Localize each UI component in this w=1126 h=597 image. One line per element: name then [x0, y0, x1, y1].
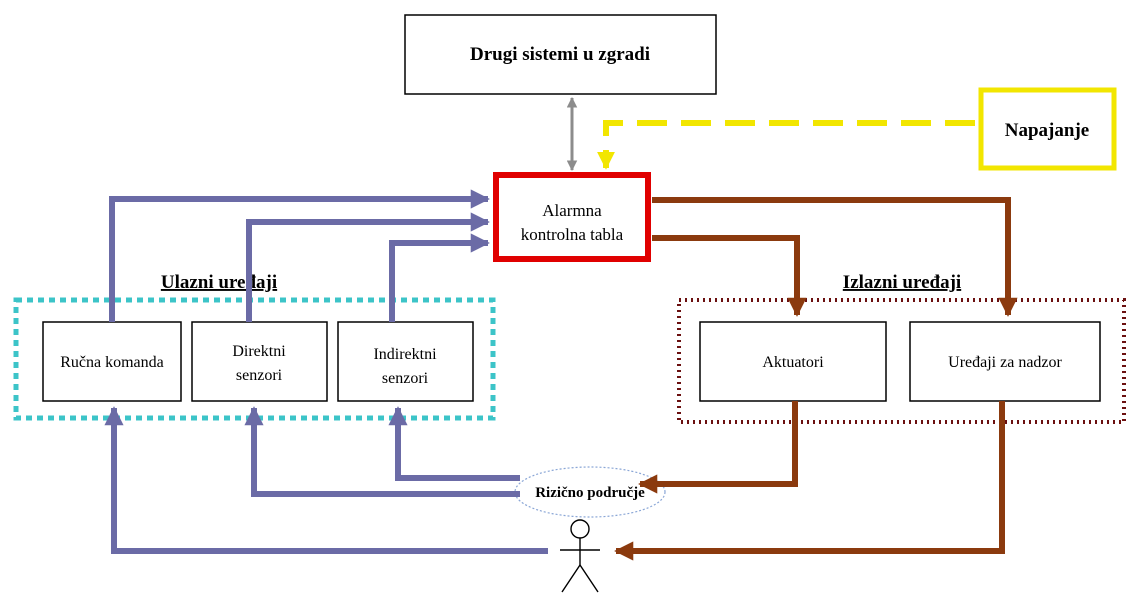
control-panel-line2: kontrolna tabla	[521, 225, 624, 244]
control-panel-box	[493, 172, 651, 262]
output-group-label: Izlazni uređaji	[843, 272, 961, 293]
risk-area-label: Rizično područje	[535, 485, 645, 501]
risk-to-direct-arrow	[244, 406, 520, 497]
indirect-to-panel-arrow	[389, 233, 490, 322]
monitoring-devices-box	[909, 321, 1101, 402]
indirect-sensors-line2: senzori	[382, 370, 429, 387]
output-group-frame	[677, 298, 1126, 424]
actuators-label: Aktuatori	[762, 354, 824, 371]
other-systems-box	[404, 14, 717, 95]
power-box	[978, 87, 1117, 171]
direct-sensors-line1: Direktni	[232, 343, 286, 360]
control-panel-line1: Alarmna	[542, 201, 602, 220]
input-group-label: Ulazni uređaji	[161, 272, 277, 293]
actuators-to-risk-arrow	[638, 401, 798, 494]
person-to-manual-arrow	[104, 406, 548, 554]
indirect-sensors-box	[337, 321, 474, 402]
panel-to-monitoring-arrow	[652, 197, 1018, 317]
manual-command-label: Ručna komanda	[60, 354, 164, 371]
risk-to-indirect-arrow	[388, 406, 520, 481]
manual-command-box	[42, 321, 182, 402]
monitoring-devices-label: Uređaji za nadzor	[948, 354, 1062, 371]
indirect-sensors-line1: Indirektni	[373, 346, 437, 363]
power-line	[597, 120, 975, 170]
direct-sensors-line2: senzori	[236, 367, 283, 384]
person-icon	[560, 519, 600, 593]
direct-sensors-box	[191, 321, 328, 402]
direct-to-panel-arrow	[246, 212, 490, 322]
risk-area-ellipse	[514, 466, 666, 518]
manual-to-panel-arrow	[109, 189, 490, 322]
actuators-box	[699, 321, 887, 402]
power-label: Napajanje	[1005, 120, 1089, 141]
other-systems-label: Drugi sistemi u zgradi	[470, 44, 650, 65]
panel-to-actuators-arrow	[652, 235, 807, 317]
monitoring-to-person-arrow	[614, 401, 1005, 561]
